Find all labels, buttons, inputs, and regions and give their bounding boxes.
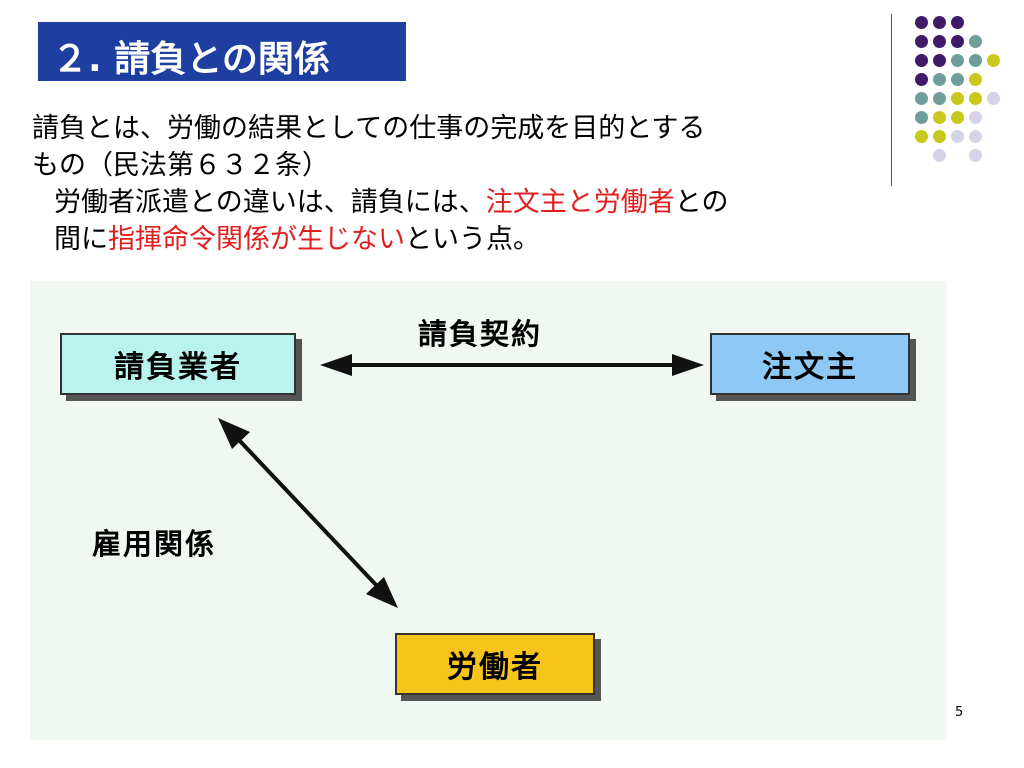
dot (969, 130, 982, 143)
client-box: 注文主 (710, 333, 910, 395)
body-line: 間に指揮命令関係が生じないという点。 (32, 221, 862, 258)
dot (915, 111, 928, 124)
dot (969, 111, 982, 124)
dot (951, 111, 964, 124)
text-run: という点。 (405, 224, 540, 255)
text-run: との (674, 187, 729, 218)
vertical-divider (891, 14, 892, 186)
dot (915, 130, 928, 143)
dot (951, 92, 964, 105)
body-line: 労働者派遣との違いは、請負には、注文主と労働者との (32, 184, 862, 221)
dot (987, 92, 1000, 105)
dot (951, 16, 964, 29)
text-run: 間に (54, 224, 108, 255)
dot (915, 54, 928, 67)
diagram-arrows (218, 354, 704, 608)
employment-label: 雇用関係 (92, 527, 217, 561)
dot (969, 35, 982, 48)
contract-label: 請負契約 (418, 317, 543, 351)
dot (915, 16, 928, 29)
text-run: 労働者派遣との違いは、請負には、 (54, 187, 486, 218)
dot (933, 73, 946, 86)
dot (933, 149, 946, 162)
highlight-text: 注文主と労働者 (485, 187, 675, 218)
dot (951, 35, 964, 48)
body-line: 請負とは、労働の結果としての仕事の完成を目的とする (32, 113, 706, 144)
dot (969, 92, 982, 105)
dot (951, 130, 964, 143)
dot (933, 92, 946, 105)
contract-arrow (320, 354, 704, 376)
dot (915, 35, 928, 48)
contractor-box: 請負業者 (60, 333, 296, 395)
worker-box: 労働者 (395, 633, 595, 695)
relationship-diagram: 請負業者 注文主 労働者 請負契約 雇用関係 (30, 281, 947, 740)
dot (933, 54, 946, 67)
page-number: 5 (955, 705, 964, 720)
dot (951, 73, 964, 86)
dot (933, 35, 946, 48)
dot (915, 73, 928, 86)
dot (951, 54, 964, 67)
dot (915, 92, 928, 105)
dot (969, 54, 982, 67)
highlight-text: 指揮命令関係が生じない (108, 224, 405, 255)
slide-body: 請負とは、労働の結果としての仕事の完成を目的とする もの（民法第６３２条） 労働… (32, 110, 862, 258)
dot (969, 73, 982, 86)
dot (987, 54, 1000, 67)
dot (933, 130, 946, 143)
dot (933, 16, 946, 29)
employment-arrow (218, 418, 398, 608)
slide-title-box: ２. 請負との関係 (38, 22, 406, 84)
dot (969, 149, 982, 162)
body-line: もの（民法第６３２条） (32, 150, 329, 181)
slide-title: ２. 請負との関係 (52, 39, 330, 80)
dot (933, 111, 946, 124)
